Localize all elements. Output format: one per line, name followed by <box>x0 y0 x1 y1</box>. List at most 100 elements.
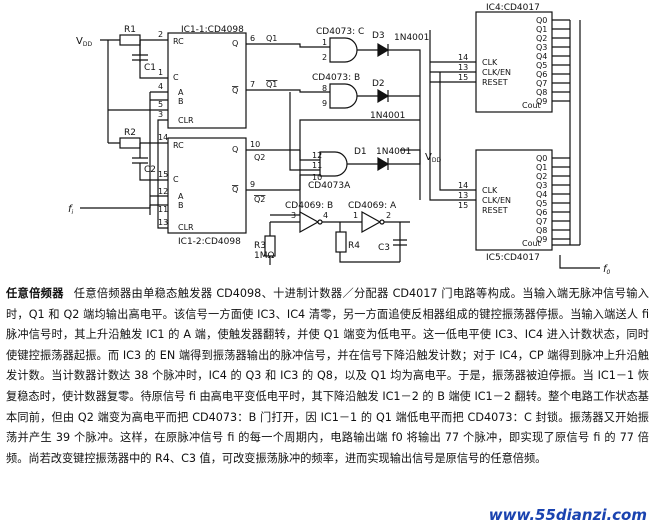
ic1-1-pin-q: Q <box>232 39 238 48</box>
counter-output-label: Q2 <box>536 172 547 181</box>
pin-num: 1 <box>158 68 163 77</box>
vdd1-label: VDD <box>76 36 92 48</box>
and-gate-c <box>329 37 358 63</box>
inverter-a <box>361 210 382 234</box>
net-q1: Q1 <box>266 34 277 43</box>
pin-num: 11 <box>158 205 168 214</box>
and-gate-b <box>329 83 358 109</box>
d2-part: 1N4001 <box>370 111 405 121</box>
gate-b-label: CD4073: B <box>312 73 360 83</box>
pin-num: 6 <box>250 34 255 43</box>
d1-label: D1 <box>354 147 367 157</box>
gate-a-label: CD4073A <box>308 181 351 191</box>
counter-output-label: Q9 <box>536 97 547 106</box>
counter-output-label: Q2 <box>536 34 547 43</box>
ic1-2-pin-q: Q <box>232 145 238 154</box>
ic5-pin-cout: Cout <box>522 239 541 248</box>
d3-label: D3 <box>372 31 385 41</box>
ic5-label: IC5:CD4017 <box>486 253 540 263</box>
fo-label: f0 <box>603 264 611 276</box>
ic1-2-pin-clr: CLR <box>178 223 194 232</box>
pin-num: 13 <box>458 191 468 200</box>
counter-output-label: Q4 <box>536 190 547 199</box>
counter-output-label: Q9 <box>536 235 547 244</box>
pin-num: 1 <box>353 211 358 220</box>
inv-b-label: CD4069: B <box>285 201 333 211</box>
c3-label: C3 <box>378 243 390 253</box>
pin-num: 8 <box>322 84 327 93</box>
ic1-2-pin-rc: RC <box>173 141 184 150</box>
pin-num: 11 <box>312 161 322 170</box>
pin-num: 7 <box>250 80 255 89</box>
pin-num: 4 <box>323 211 328 220</box>
ic4-pin-clken: CLK/EN <box>482 68 511 77</box>
counter-output-label: Q5 <box>536 199 547 208</box>
ic1-1-box <box>167 32 247 129</box>
counter-output-label: Q3 <box>536 181 547 190</box>
pin-num: 3 <box>291 211 296 220</box>
r2-label: R2 <box>124 128 136 138</box>
ic1-1-pin-qbar: Q <box>232 86 238 95</box>
pin-num: 3 <box>158 110 163 119</box>
d3-part: 1N4001 <box>394 33 429 43</box>
d2-label: D2 <box>372 79 385 89</box>
r3-label: R3 <box>254 241 266 251</box>
inv-a-label: CD4069: A <box>348 201 397 211</box>
pin-num: 12 <box>158 187 168 196</box>
resistor-r4 <box>335 231 347 253</box>
fi-label: fi <box>68 204 74 216</box>
ic4-pin-reset: RESET <box>482 78 508 87</box>
resistor-r2 <box>119 137 141 149</box>
pin-num: 13 <box>458 63 468 72</box>
ic1-1-pin-clr: CLR <box>178 116 194 125</box>
diode-d1 <box>377 156 390 172</box>
counter-output-label: Q1 <box>536 25 547 34</box>
counter-output-label: Q8 <box>536 88 547 97</box>
pin-num: 10 <box>312 173 322 182</box>
ic1-1-label: IC1-1:CD4098 <box>181 25 244 35</box>
counter-output-label: Q0 <box>536 16 547 25</box>
c2-label: C2 <box>144 165 156 175</box>
pin-num: 15 <box>158 170 168 179</box>
inverter-b <box>299 210 320 234</box>
pin-num: 15 <box>458 73 468 82</box>
pin-num: 4 <box>158 82 163 91</box>
pin-num: 1 <box>322 38 327 47</box>
counter-output-label: Q8 <box>536 226 547 235</box>
ic4-pin-clk: CLK <box>482 58 498 67</box>
ic1-2-label: IC1-2:CD4098 <box>178 237 241 247</box>
r1-label: R1 <box>124 25 136 35</box>
ic5-pin-reset: RESET <box>482 206 508 215</box>
and-gate-a <box>319 151 348 177</box>
caption-title: 任意倍频器 <box>6 287 64 300</box>
counter-output-label: Q1 <box>536 163 547 172</box>
gate-c-label: CD4073: C <box>316 27 364 37</box>
pin-num: 5 <box>158 100 163 109</box>
counter-output-label: Q0 <box>536 154 547 163</box>
resistor-r1 <box>119 34 141 46</box>
pin-num: 15 <box>458 201 468 210</box>
ic4-label: IC4:CD4017 <box>486 3 540 13</box>
ic1-2-box <box>167 137 247 234</box>
ic1-2-pin-qbar: Q <box>232 185 238 194</box>
ic1-1-pin-rc: RC <box>173 37 184 46</box>
counter-output-label: Q7 <box>536 217 547 226</box>
circuit-diagram: IC1-1:CD4098 IC1-2:CD4098 IC4:CD4017 IC5… <box>68 3 611 276</box>
ic5-pin-clken: CLK/EN <box>482 196 511 205</box>
d1-part: 1N4001 <box>376 147 411 157</box>
ic1-1-pin-c: C <box>173 73 179 82</box>
diode-d3 <box>377 42 390 58</box>
ic4-pin-cout: Cout <box>522 101 541 110</box>
counter-output-label: Q4 <box>536 52 547 61</box>
net-q2: Q2 <box>254 153 265 162</box>
ic1-1-pin-b: B <box>178 97 184 106</box>
watermark: www.55dianzi.com <box>488 506 647 524</box>
pin-num: 2 <box>158 30 163 39</box>
counter-output-label: Q7 <box>536 79 547 88</box>
ic5-pin-clk: CLK <box>482 186 498 195</box>
pin-num: 9 <box>250 180 255 189</box>
diode-d2 <box>377 88 390 104</box>
counter-output-label: Q5 <box>536 61 547 70</box>
